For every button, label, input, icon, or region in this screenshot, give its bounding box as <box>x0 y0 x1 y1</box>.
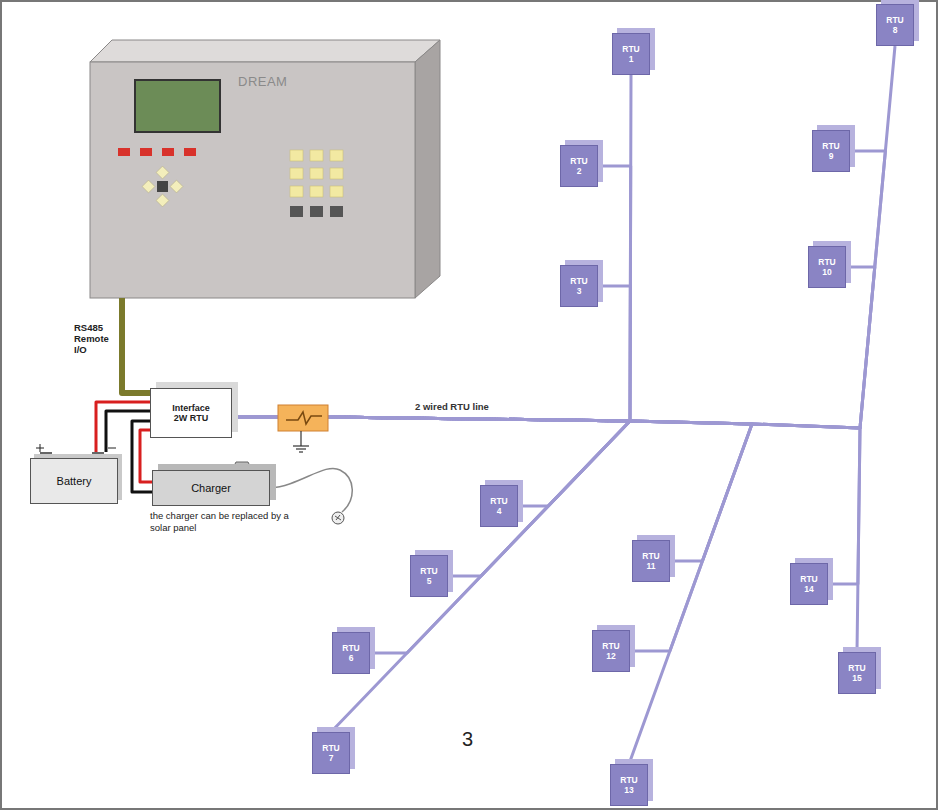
rtu-box: RTU 8 <box>876 4 914 46</box>
connector <box>96 402 150 452</box>
connector <box>232 417 860 652</box>
connector <box>232 166 631 421</box>
connector <box>232 417 752 561</box>
connector <box>232 46 895 428</box>
battery-name: Battery <box>57 475 92 487</box>
rtu-name: RTU 8 <box>884 15 906 35</box>
rtu-name: RTU 13 <box>618 775 640 795</box>
line-label: 2 wired RTU line <box>415 401 535 413</box>
rtu-box: RTU 10 <box>808 246 846 288</box>
rtu-box: RTU 1 <box>612 33 650 75</box>
rtu-name: RTU 5 <box>418 566 440 586</box>
rtu-box: RTU 3 <box>560 265 598 307</box>
connector <box>232 417 630 576</box>
wire-line <box>232 417 630 653</box>
rtu-box: RTU 14 <box>790 563 828 605</box>
rtu-box: RTU 7 <box>312 732 350 774</box>
wire-line <box>132 421 152 492</box>
connector <box>232 417 752 651</box>
wire-line <box>232 46 895 428</box>
wire-line <box>232 417 752 651</box>
figure-number: 3 <box>462 728 492 750</box>
wire-line <box>232 417 630 732</box>
wire-line <box>96 402 150 452</box>
rtu-name: RTU 15 <box>846 663 868 683</box>
interface-name: Interface 2W RTU <box>167 403 215 423</box>
rtu-box: RTU 4 <box>480 485 518 527</box>
battery-box: Battery <box>30 458 118 504</box>
controller-box: DREAM <box>90 62 415 298</box>
rtu-box: RTU 9 <box>812 130 850 172</box>
wire-line <box>232 417 752 764</box>
rtu-box: RTU 15 <box>838 652 876 694</box>
wire-line <box>232 417 752 561</box>
rtu-name: RTU 3 <box>568 276 590 296</box>
rtu-name: RTU 14 <box>798 574 820 594</box>
wire-line <box>232 417 630 576</box>
rtu-box: RTU 12 <box>592 630 630 672</box>
connector <box>232 267 875 428</box>
wire-line <box>122 298 150 393</box>
connector <box>232 417 630 732</box>
wire-line <box>232 151 885 428</box>
rtu-name: RTU 12 <box>600 641 622 661</box>
interface-box: Interface 2W RTU <box>150 388 232 438</box>
wire-line <box>232 267 875 428</box>
rtu-name: RTU 9 <box>820 141 842 161</box>
rtu-name: RTU 11 <box>640 551 662 571</box>
wire-line <box>232 417 860 584</box>
wire-line <box>232 417 860 652</box>
connector <box>132 421 152 492</box>
note-text: the charger can be replaced by a solar p… <box>150 510 295 533</box>
controller-name: DREAM <box>238 74 287 89</box>
charger-name: Charger <box>191 482 231 494</box>
connector <box>232 151 885 428</box>
charger-box: Charger <box>152 470 270 506</box>
rtu-box: RTU 13 <box>610 764 648 806</box>
signal-label: RS485 Remote I/O <box>74 322 118 355</box>
rtu-name: RTU 10 <box>816 257 838 277</box>
rtu-name: RTU 6 <box>340 643 362 663</box>
rtu-name: RTU 2 <box>568 156 590 176</box>
connector <box>122 298 150 393</box>
rtu-name: RTU 1 <box>620 44 642 64</box>
connector <box>232 417 752 764</box>
rtu-name: RTU 7 <box>320 743 342 763</box>
connector <box>232 417 630 653</box>
connector <box>232 75 631 421</box>
rtu-box: RTU 6 <box>332 632 370 674</box>
rtu-name: RTU 4 <box>488 496 510 516</box>
rtu-box: RTU 5 <box>410 555 448 597</box>
wire-line <box>232 75 631 421</box>
connector <box>232 417 860 584</box>
rtu-box: RTU 2 <box>560 145 598 187</box>
rtu-box: RTU 11 <box>632 540 670 582</box>
wire-line <box>232 166 631 421</box>
